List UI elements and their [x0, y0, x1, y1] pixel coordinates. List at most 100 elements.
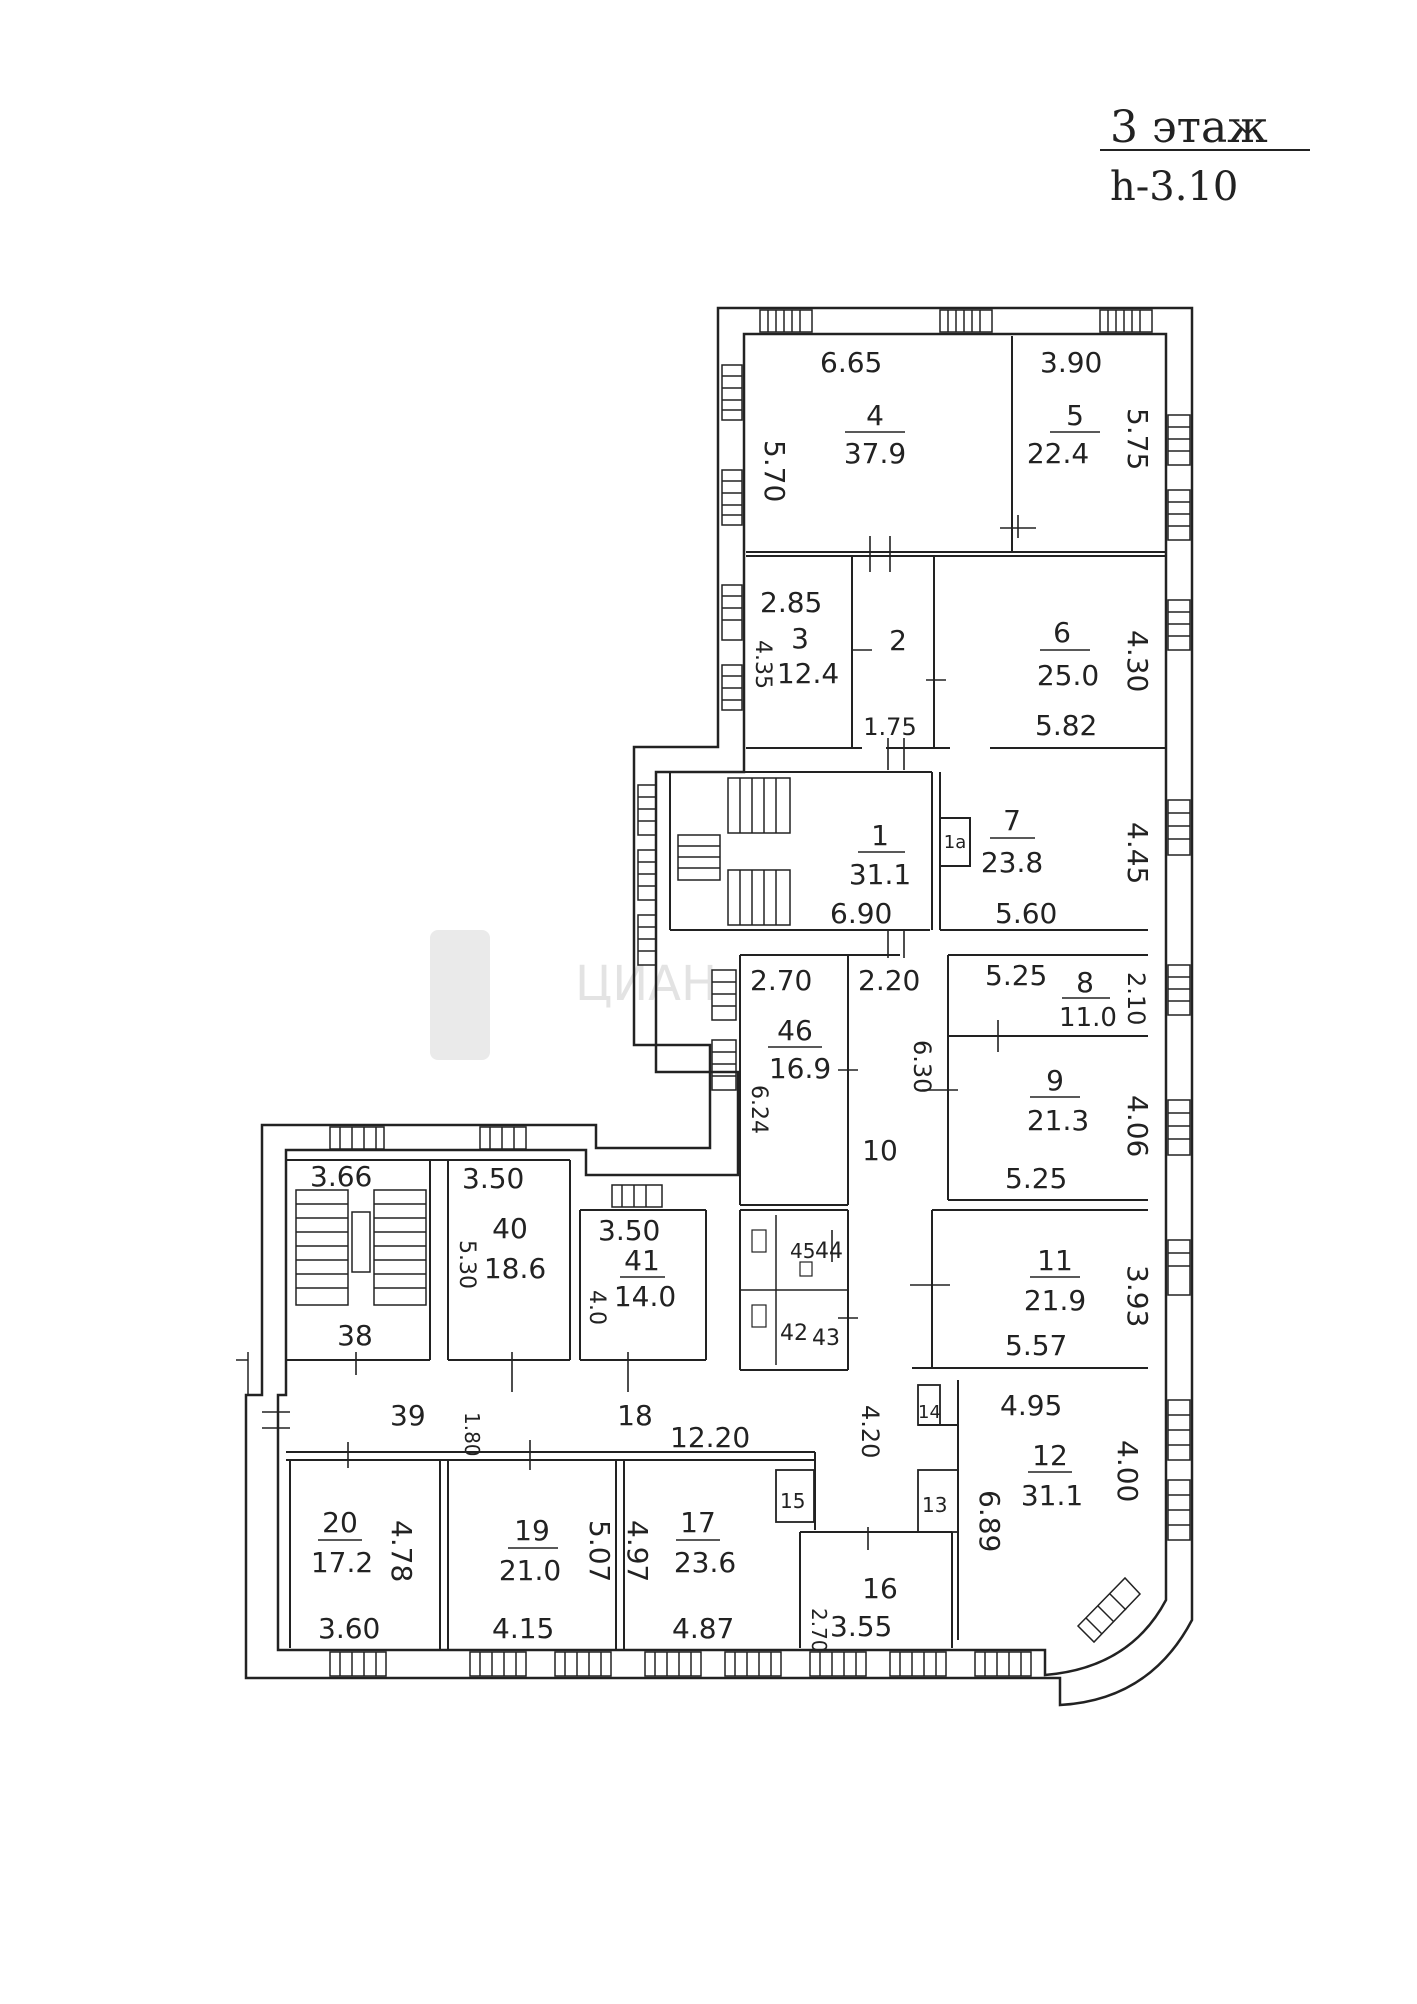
window — [554, 1651, 612, 1677]
window — [1167, 489, 1191, 541]
room-2-dim: 1.75 — [863, 713, 916, 741]
room-1a-number: 1а — [944, 832, 966, 853]
room-16-dim: 2.70 — [807, 1608, 831, 1653]
window — [1167, 599, 1191, 651]
room-16-number: 16 — [862, 1572, 898, 1605]
window — [469, 1651, 527, 1677]
room-20-number: 20 — [322, 1506, 358, 1539]
window — [1167, 1239, 1191, 1296]
staircase — [677, 777, 791, 926]
room-17-number: 17 — [680, 1506, 716, 1539]
room-46-dim: 6.24 — [746, 1085, 771, 1134]
room-6-area: 25.0 — [1037, 659, 1099, 692]
room-8-number: 8 — [1076, 966, 1094, 999]
window — [329, 1126, 385, 1150]
room-3-area: 12.4 — [777, 657, 839, 690]
room-38-number: 38 — [337, 1319, 373, 1352]
room-41-number: 41 — [624, 1244, 660, 1277]
room-14-number: 14 — [918, 1402, 941, 1423]
room-18-dim: 4.20 — [856, 1405, 884, 1458]
room-7-number: 7 — [1003, 804, 1021, 837]
room-9-area: 21.3 — [1027, 1104, 1089, 1137]
room-9-dim: 5.25 — [1005, 1162, 1067, 1195]
room-2-number: 2 — [889, 624, 907, 657]
room-3-number: 3 — [791, 622, 809, 655]
room-17-dim: 4.87 — [672, 1612, 734, 1645]
window — [329, 1651, 387, 1677]
window — [1167, 799, 1191, 856]
room-7-dim: 4.45 — [1121, 822, 1154, 884]
room-5-number: 5 — [1066, 399, 1084, 432]
window — [721, 364, 743, 421]
room-6-dim: 5.82 — [1035, 709, 1097, 742]
room-11-dim: 3.93 — [1121, 1265, 1154, 1327]
room-13-number: 13 — [922, 1493, 947, 1517]
doors — [347, 515, 1036, 1550]
entrance — [236, 1352, 290, 1429]
room-5-dim: 5.75 — [1121, 408, 1154, 470]
room-46-dim: 2.70 — [750, 964, 812, 997]
room-40-dim: 5.30 — [454, 1240, 479, 1289]
room-10-dim: 6.30 — [908, 1040, 936, 1093]
room-8-dim: 5.25 — [985, 959, 1047, 992]
room-18-dim: 12.20 — [670, 1421, 750, 1454]
room-12-area: 31.1 — [1021, 1479, 1083, 1512]
window — [1167, 414, 1191, 466]
room-11-number: 11 — [1037, 1244, 1073, 1277]
room-19-dim: 5.07 — [583, 1520, 616, 1582]
room-5-dim: 3.90 — [1040, 346, 1102, 379]
window — [711, 1039, 737, 1091]
room-4-dim: 5.70 — [758, 440, 791, 502]
room-4-dim: 6.65 — [820, 346, 882, 379]
room-41-dim: 4.0 — [584, 1290, 609, 1325]
room-19-area: 21.0 — [499, 1554, 561, 1587]
room-40-area: 18.6 — [484, 1252, 546, 1285]
room-46-number: 46 — [777, 1014, 813, 1047]
window — [939, 309, 993, 333]
room-8-area: 11.0 — [1059, 1003, 1117, 1033]
room-39-number: 39 — [390, 1399, 426, 1432]
outer-walls — [244, 306, 1194, 1707]
staircase — [295, 1189, 427, 1306]
window — [974, 1651, 1032, 1677]
room-7-area: 23.8 — [981, 846, 1043, 879]
window — [721, 664, 743, 711]
window — [1167, 1099, 1191, 1156]
window — [1076, 1576, 1142, 1644]
room-11-area: 21.9 — [1024, 1284, 1086, 1317]
window — [809, 1651, 867, 1677]
room-40-number: 40 — [492, 1212, 528, 1245]
room-20-dim: 3.60 — [318, 1612, 380, 1645]
room-44-number: 44 — [815, 1239, 843, 1264]
plan-header: 3 этаж h-3.10 — [1100, 102, 1310, 210]
room-6-number: 6 — [1053, 616, 1071, 649]
room-46-area: 16.9 — [769, 1052, 831, 1085]
room-41-dim: 3.50 — [598, 1214, 660, 1247]
room-40-dim: 3.50 — [462, 1162, 524, 1195]
windows — [236, 309, 1191, 1677]
room-38-dim: 3.66 — [310, 1160, 372, 1193]
room-6-dim: 4.30 — [1121, 630, 1154, 692]
room-39-dim: 1.80 — [460, 1412, 484, 1457]
window — [637, 849, 657, 901]
window — [721, 469, 743, 526]
room-12-dim: 4.95 — [1000, 1389, 1062, 1422]
room-19-number: 19 — [514, 1514, 550, 1547]
room-1-number: 1 — [871, 819, 889, 852]
room-4-area: 37.9 — [844, 437, 906, 470]
window — [479, 1126, 527, 1150]
room-3-dim: 2.85 — [760, 586, 822, 619]
window — [721, 584, 743, 641]
window — [889, 1651, 947, 1677]
room-3-dim: 4.35 — [750, 640, 775, 689]
interior-walls — [285, 336, 1166, 1650]
room-12-number: 12 — [1032, 1439, 1068, 1472]
window — [644, 1651, 702, 1677]
window — [637, 784, 657, 836]
room-17-dim: 4.97 — [621, 1520, 654, 1582]
window — [1167, 964, 1191, 1016]
ceiling-height-label: h-3.10 — [1110, 164, 1238, 210]
room-16-dim: 3.55 — [830, 1610, 892, 1643]
